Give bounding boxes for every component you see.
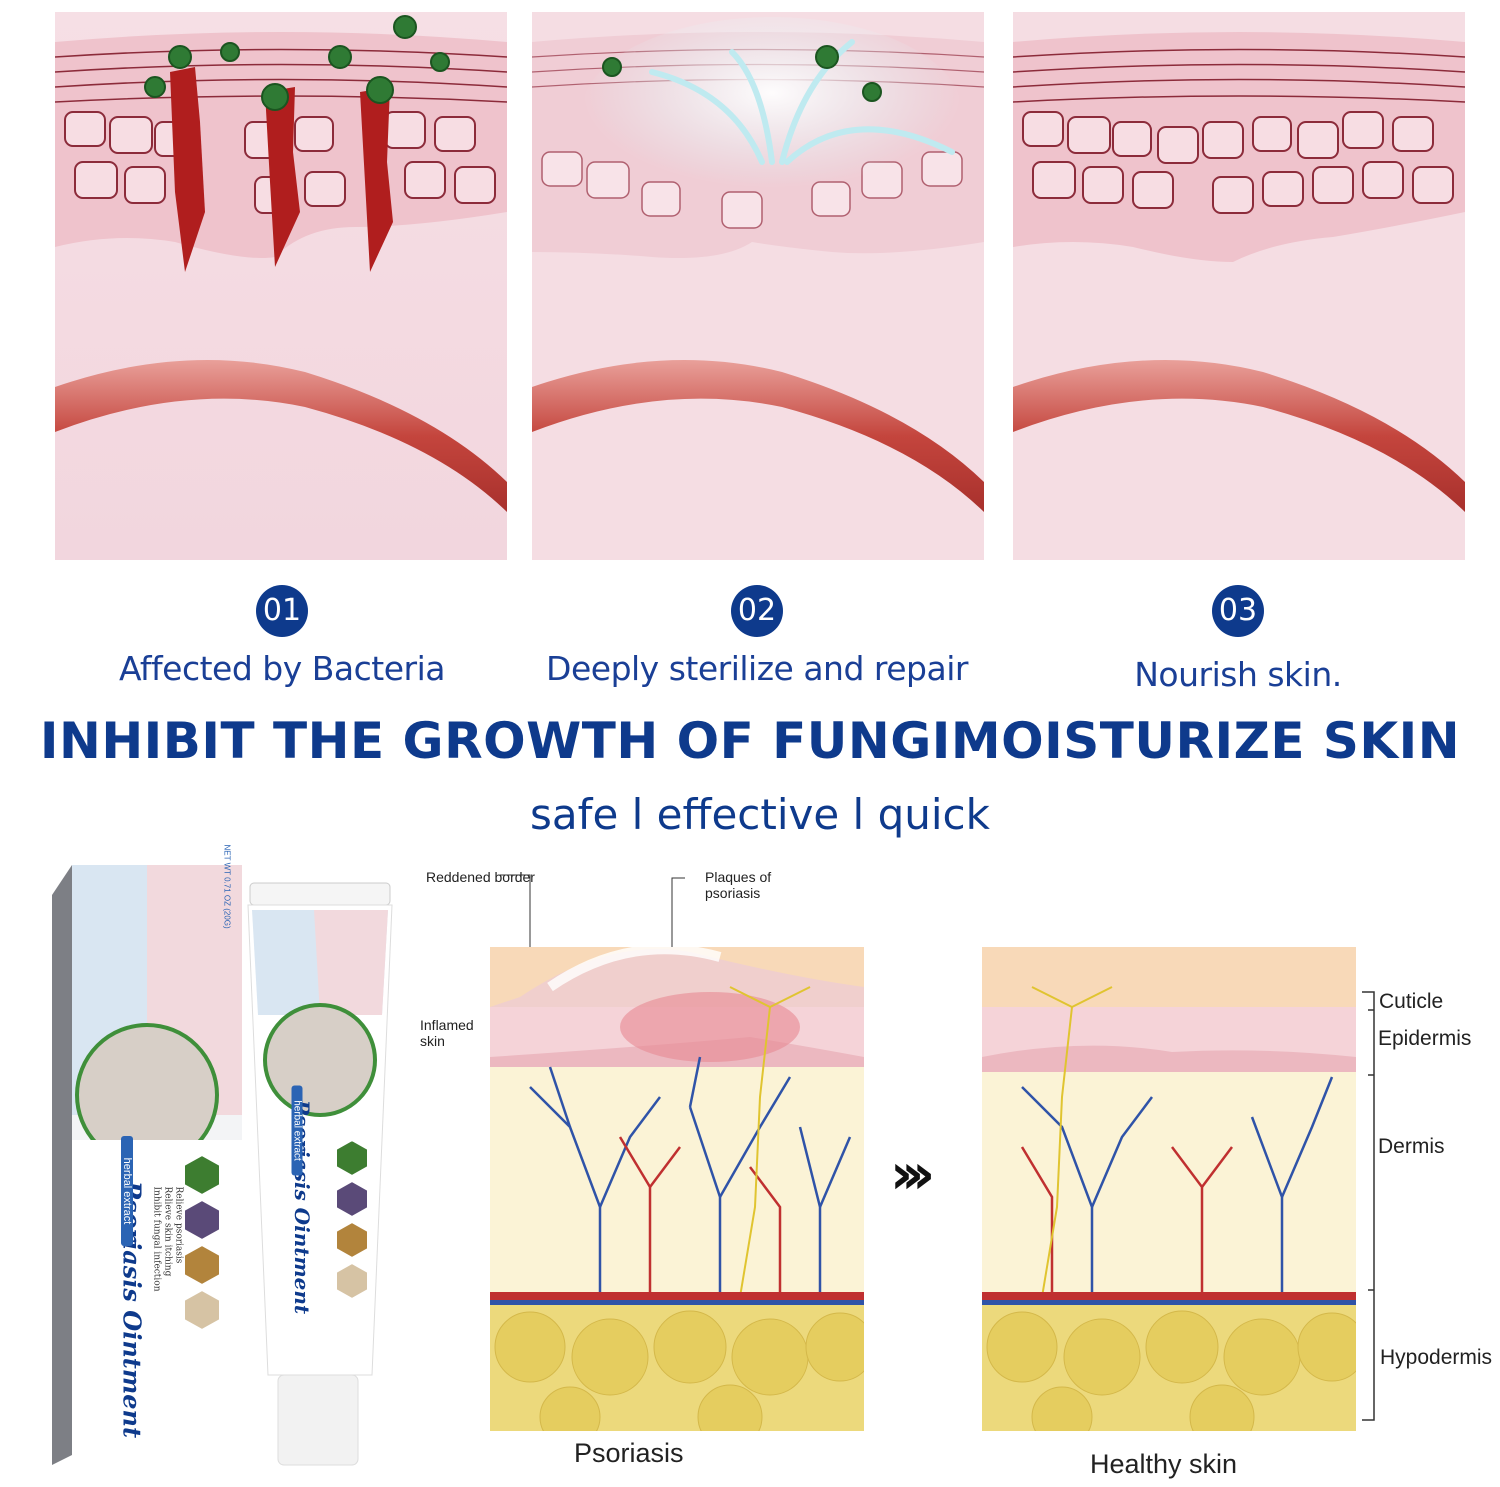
product-badge-box: herbal extract (121, 1136, 133, 1246)
layer-label-cuticle: Cuticle (1379, 990, 1444, 1013)
callout-inflamed-skin: Inflamed skin (420, 1017, 474, 1049)
benefit-item: Relieve skin itching (162, 1186, 173, 1277)
skin-panel-nourished (1013, 12, 1465, 560)
step-number-badge: 01 (256, 585, 308, 637)
headline: INHIBIT THE GROWTH OF FUNGIMOISTURIZE SK… (39, 712, 1461, 770)
psoriasis-caption: Psoriasis (574, 1438, 684, 1468)
skin-panel-sterilize (532, 12, 984, 560)
product-image: Psoriasis Ointment herbal extract Psoria… (52, 845, 402, 1475)
step-caption: Affected by Bacteria (119, 649, 445, 688)
callout-reddened-border: Reddened border (426, 869, 535, 885)
psoriasis-skin-diagram (490, 947, 864, 1431)
callout-plaques: Plaques of psoriasis (705, 869, 772, 901)
product-badge-tube: herbal extract (291, 1085, 303, 1176)
benefit-item: Relieve psoriasis (173, 1186, 184, 1264)
layer-label-dermis: Dermis (1378, 1135, 1445, 1158)
step-number-badge: 03 (1212, 585, 1264, 637)
step-caption: Deeply sterilize and repair (546, 649, 968, 688)
layer-label-hypodermis: Hypodermis (1380, 1346, 1493, 1369)
product-net-weight: NET WT 0.71 OZ (20G) (222, 844, 232, 929)
step-2: 02 Deeply sterilize and repair (527, 585, 987, 688)
step-3: 03 Nourish skin. (1008, 585, 1468, 694)
skin-panel-bacteria (55, 12, 507, 560)
benefit-item: Inhibit fungal infection (151, 1186, 162, 1292)
layer-label-epidermis: Epidermis (1378, 1027, 1472, 1050)
step-number-badge: 02 (731, 585, 783, 637)
step-caption: Nourish skin. (1134, 655, 1342, 694)
layer-bracket (1362, 991, 1375, 1421)
healthy-skin-caption: Healthy skin (1090, 1449, 1238, 1479)
transition-arrow: ››› (890, 1142, 935, 1207)
step-1: 01 Affected by Bacteria (52, 585, 512, 688)
healthy-skin-diagram (982, 947, 1356, 1431)
subline: safe l effective l quick (530, 790, 990, 839)
product-benefits: Relieve psoriasis Relieve skin itching I… (151, 1187, 184, 1357)
